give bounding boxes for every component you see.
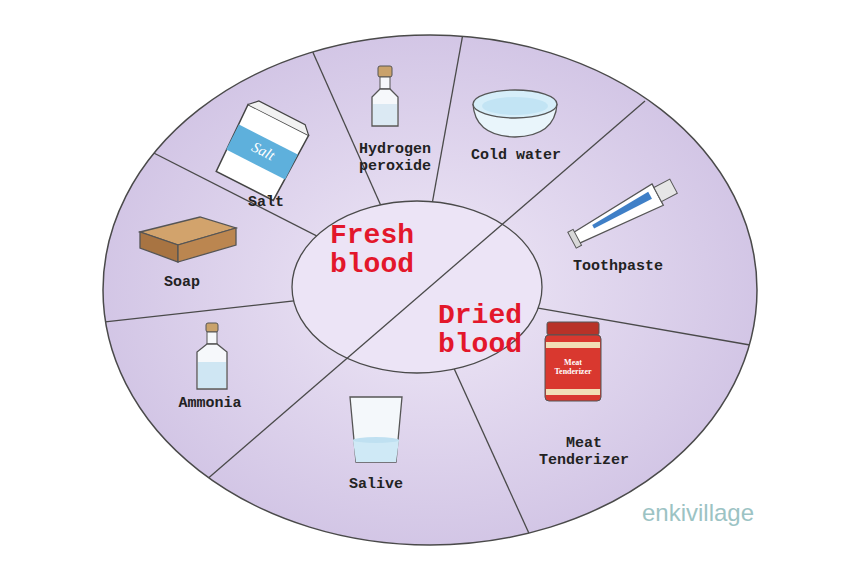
saliva-sector: Salive [331,474,421,495]
item-label: Meat Tenderizer [532,435,636,470]
item-label: Ammonia [164,395,256,412]
tenderizer-jar [545,322,601,401]
outer-ellipse [103,35,757,545]
soap-bar [140,217,236,262]
item-label: Salive [335,476,417,493]
item-label: Hydrogen peroxide [345,141,445,176]
peroxide-bottle [372,66,398,126]
sector-lines [96,28,750,540]
fresh-blood-region: Fresh blood [312,219,432,282]
inner-ellipse [292,201,542,373]
item-label: Toothpaste [562,258,674,275]
divider-line [205,101,645,481]
outer-outline [103,35,757,545]
cold-water-sector: Cold water [456,145,576,166]
salt-bag [214,97,312,201]
jar-text: Meat Tenderizer [547,359,599,377]
peroxide-sector: Hydrogen peroxide [341,139,449,178]
ammonia-bottle [197,323,227,389]
toothpaste-tube [566,176,679,251]
soap-sector: Soap [142,272,222,293]
item-label: Soap [146,274,218,291]
item-label: Cold water [460,147,572,164]
watermark: enkivillage [618,499,778,527]
ammonia-sector: Ammonia [160,393,260,414]
saliva-glass [350,397,402,462]
water-bowl [473,90,557,137]
item-label: Salt [225,194,307,211]
dried-blood-region: Dried blood [420,299,540,362]
salt-sector: Salt [221,192,311,213]
tenderizer-sector: Meat Tenderizer [528,433,640,472]
region-title: Dried blood [424,301,536,360]
region-title: Fresh blood [316,221,428,280]
toothpaste-sector: Toothpaste [558,256,678,277]
